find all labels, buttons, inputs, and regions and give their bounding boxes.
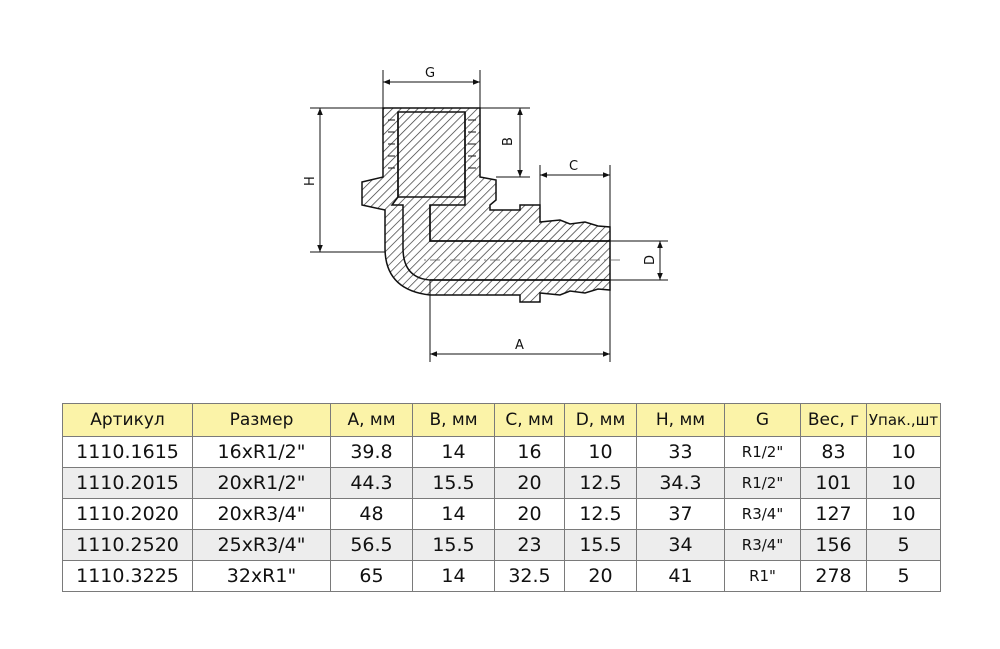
table-cell: 14 [412, 498, 495, 530]
table-cell: 41 [636, 560, 725, 592]
table-cell: 16xR1/2" [192, 436, 331, 468]
dimension-c [539, 165, 611, 227]
table-cell: 20 [564, 560, 637, 592]
dimension-c-label: C [569, 159, 578, 174]
table-cell: 23 [494, 529, 565, 561]
table-cell: 20 [494, 467, 565, 499]
table-cell: 1110.3225 [62, 560, 193, 592]
column-header: А, мм [330, 403, 413, 437]
column-header: H, мм [636, 403, 725, 437]
table-cell: 15.5 [412, 467, 495, 499]
dimension-h [310, 107, 385, 253]
dimension-d-label: D [643, 255, 658, 265]
column-header: B, мм [412, 403, 495, 437]
table-cell: 32.5 [494, 560, 565, 592]
table-cell: 1110.2520 [62, 529, 193, 561]
table-cell: 12.5 [564, 467, 637, 499]
table-cell: 10 [564, 436, 637, 468]
table-cell: R1/2" [724, 436, 801, 468]
table-cell: 34 [636, 529, 725, 561]
table-cell: 156 [800, 529, 867, 561]
table-cell: 33 [636, 436, 725, 468]
table-cell: 56.5 [330, 529, 413, 561]
dimension-a [429, 280, 611, 362]
table-cell: 1110.2020 [62, 498, 193, 530]
table-row: 1110.2520 25xR3/4" 56.5 15.5 23 15.5 34 … [62, 529, 941, 561]
table-row: 1110.2020 20xR3/4" 48 14 20 12.5 37 R3/4… [62, 498, 941, 530]
table-cell: 83 [800, 436, 867, 468]
table-header-row: Артикул Размер А, мм B, мм C, мм D, мм H… [62, 403, 941, 437]
table-cell: R1" [724, 560, 801, 592]
column-header: C, мм [494, 403, 565, 437]
dimension-a-label: A [515, 338, 524, 353]
table-cell: 25xR3/4" [192, 529, 331, 561]
column-header: Упак.,шт [866, 403, 941, 437]
table-cell: 16 [494, 436, 565, 468]
spec-table: Артикул Размер А, мм B, мм C, мм D, мм H… [62, 403, 941, 592]
table-cell: 20xR3/4" [192, 498, 331, 530]
table-cell: R1/2" [724, 467, 801, 499]
table-cell: 44.3 [330, 467, 413, 499]
table-row: 1110.2015 20xR1/2" 44.3 15.5 20 12.5 34.… [62, 467, 941, 499]
dimension-g [382, 70, 481, 108]
dimension-b [480, 107, 530, 178]
fitting-body [361, 107, 611, 303]
table-cell: 39.8 [330, 436, 413, 468]
dimension-b-label: B [501, 137, 516, 146]
table-cell: 48 [330, 498, 413, 530]
table-cell: 14 [412, 560, 495, 592]
fitting-technical-drawing: G B C H D A [303, 66, 668, 362]
table-cell: 10 [866, 498, 941, 530]
table-cell: 101 [800, 467, 867, 499]
column-header: G [724, 403, 801, 437]
table-cell: 32xR1" [192, 560, 331, 592]
table-cell: 14 [412, 436, 495, 468]
column-header: D, мм [564, 403, 637, 437]
table-cell: 34.3 [636, 467, 725, 499]
dimension-d [610, 240, 668, 281]
table-cell: 10 [866, 436, 941, 468]
column-header: Артикул [62, 403, 193, 437]
column-header: Размер [192, 403, 331, 437]
table-cell: 127 [800, 498, 867, 530]
table-cell: 37 [636, 498, 725, 530]
table-cell: 65 [330, 560, 413, 592]
table-cell: 1110.1615 [62, 436, 193, 468]
table-cell: 278 [800, 560, 867, 592]
column-header: Вес, г [800, 403, 867, 437]
table-cell: R3/4" [724, 529, 801, 561]
table-row: 1110.3225 32xR1" 65 14 32.5 20 41 R1" 27… [62, 560, 941, 592]
dimension-g-label: G [425, 66, 435, 81]
table-cell: 10 [866, 467, 941, 499]
table-cell: 12.5 [564, 498, 637, 530]
table-cell: 1110.2015 [62, 467, 193, 499]
table-cell: 15.5 [564, 529, 637, 561]
table-cell: 5 [866, 529, 941, 561]
table-row: 1110.1615 16xR1/2" 39.8 14 16 10 33 R1/2… [62, 436, 941, 468]
table-cell: 20xR1/2" [192, 467, 331, 499]
dimension-h-label: H [303, 176, 318, 186]
table-cell: R3/4" [724, 498, 801, 530]
table-cell: 20 [494, 498, 565, 530]
table-cell: 5 [866, 560, 941, 592]
table-cell: 15.5 [412, 529, 495, 561]
